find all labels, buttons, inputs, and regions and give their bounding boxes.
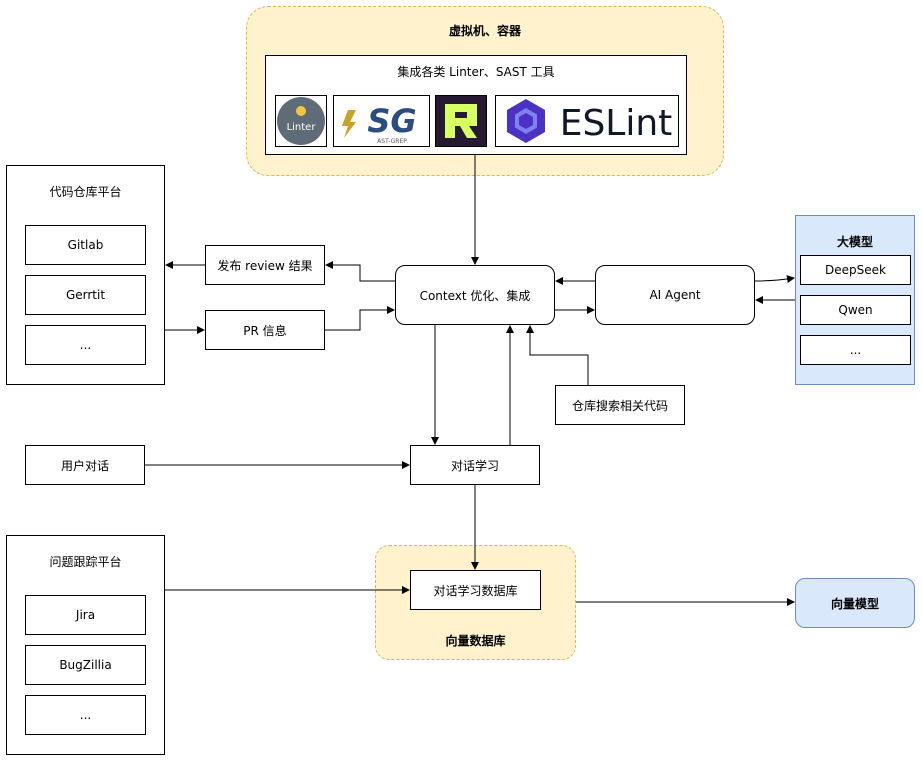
- llm-item-more: ...: [800, 335, 911, 365]
- ast-grep-logo-text: SG: [367, 102, 416, 140]
- arrow-agent-to-llm: [754, 275, 795, 284]
- issue-platform-title: 问题跟踪平台: [49, 555, 122, 569]
- issue-item-more: ...: [25, 695, 146, 735]
- tools-label: 集成各类 Linter、SAST 工具: [397, 65, 555, 79]
- llm-item-deepseek: DeepSeek: [800, 255, 911, 285]
- repo-platform-title: 代码仓库平台: [49, 185, 122, 199]
- eslint-logo-icon: ESLint: [495, 95, 679, 147]
- vector-model-box: 向量模型: [795, 578, 915, 628]
- ast-grep-logo-subtext: AST-GREP: [377, 138, 407, 145]
- context-box: Context 优化、集成: [395, 265, 555, 325]
- publish-review-box: 发布 review 结果: [205, 245, 325, 285]
- repo-item-gerrit: Gerrtit: [25, 275, 146, 315]
- repo-item-more: ...: [25, 325, 146, 365]
- issue-item-jira: Jira: [25, 595, 146, 635]
- vm-container-title: 虚拟机、容器: [448, 24, 521, 38]
- repo-search-box: 仓库搜索相关代码: [555, 385, 685, 425]
- llm-title: 大模型: [836, 235, 873, 249]
- ai-agent-box: AI Agent: [595, 265, 755, 325]
- chat-learning-box: 对话学习: [410, 445, 540, 485]
- eslint-logo-text: ESLint: [560, 103, 673, 144]
- user-chat-box: 用户对话: [25, 445, 145, 485]
- arrow-search-to-context: [526, 325, 589, 385]
- arrow-context-to-publish: [325, 261, 395, 282]
- issue-item-bugzilla: BugZillia: [25, 645, 146, 685]
- ast-grep-logo-icon: SG AST-GREP: [333, 95, 430, 147]
- repo-item-gitlab: Gitlab: [25, 225, 146, 265]
- ruff-logo-icon: [435, 95, 487, 147]
- llm-item-qwen: Qwen: [800, 295, 911, 325]
- arrow-pr-to-context: [325, 306, 395, 331]
- linter-logo-text: Linter: [287, 122, 317, 133]
- chat-learning-db-box: 对话学习数据库: [410, 570, 541, 610]
- vector-db-title: 向量数据库: [445, 634, 506, 648]
- linter-logo-icon: Linter: [275, 95, 327, 147]
- pr-info-box: PR 信息: [205, 310, 325, 350]
